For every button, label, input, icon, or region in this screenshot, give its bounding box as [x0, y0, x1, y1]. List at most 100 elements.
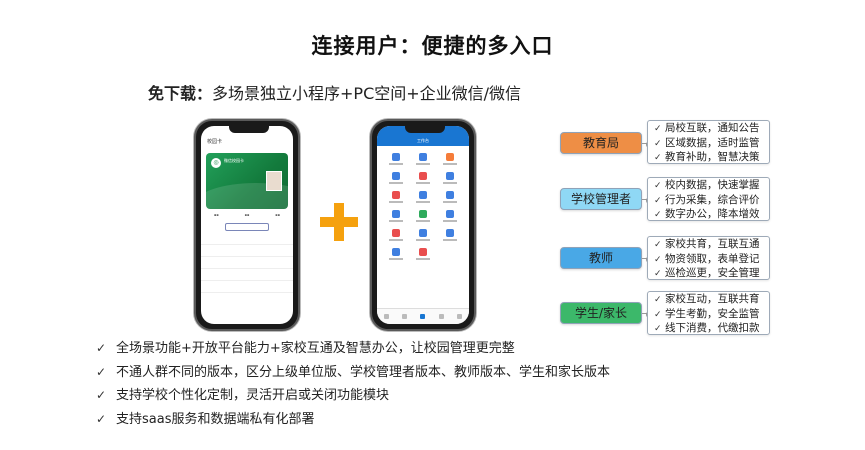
phone-workbench: 工作台 [370, 119, 476, 331]
app-tile[interactable] [410, 248, 437, 260]
features-teacher: ✓家校共育，互联互通 ✓物资领取，表单登记 ✓巡检巡更，安全管理 [647, 236, 770, 280]
tab-icon-active[interactable] [420, 314, 426, 319]
app-tile[interactable] [436, 191, 463, 203]
role-student-parent: 学生/家长 [560, 302, 642, 324]
app-tile[interactable] [410, 191, 437, 203]
card-action-button[interactable] [225, 223, 269, 231]
app-tile[interactable] [383, 153, 410, 165]
app-icon [418, 153, 427, 161]
feature-text: 校内数据，快速掌握 [665, 179, 760, 191]
subtitle-text: 多场景独立小程序+PC空间+企业微信/微信 [212, 84, 522, 103]
check-icon: ✓ [654, 295, 662, 305]
check-icon: ✓ [654, 309, 662, 320]
list-item[interactable] [201, 281, 293, 293]
phone-screen: 校园卡 ◎ 微信校园卡 ▪▪ ▪▪ ▪▪ [201, 126, 293, 324]
role-school-admin: 学校管理者 [560, 188, 642, 210]
app-tile[interactable] [383, 191, 410, 203]
app-tile[interactable] [410, 172, 437, 184]
tab-icon[interactable] [402, 314, 408, 319]
feature-text: 区域数据，适时监管 [665, 136, 760, 149]
check-icon: ✓ [96, 364, 107, 379]
app-icon [445, 229, 454, 237]
app-tile[interactable] [436, 229, 463, 241]
subtitle-lead: 免下载： [148, 84, 213, 103]
feature-bullet-list: ✓全场景功能+开放平台能力+家校互通及智慧办公，让校园管理更完整 ✓不通人群不同… [96, 337, 610, 431]
tab-icon[interactable] [383, 314, 389, 319]
feature-text: 数字办公，降本增效 [665, 208, 760, 220]
subtitle: 免下载：多场景独立小程序+PC空间+企业微信/微信 [148, 80, 521, 104]
app-tile[interactable] [436, 153, 463, 165]
app-icon [445, 210, 454, 218]
app-icon [392, 229, 401, 237]
app-icon [392, 191, 401, 199]
card-stats: ▪▪ ▪▪ ▪▪ [201, 213, 293, 217]
app-icon [392, 172, 401, 180]
feature-text: 家校互动，互联共育 [665, 293, 760, 305]
service-list [201, 233, 293, 293]
tab-icon[interactable] [438, 314, 444, 319]
app-tile[interactable] [436, 210, 463, 222]
app-tile[interactable] [410, 210, 437, 222]
role-teacher: 教师 [560, 247, 642, 269]
student-photo [266, 171, 282, 191]
plus-icon [320, 203, 358, 241]
list-item: ✓全场景功能+开放平台能力+家校互通及智慧办公，让校园管理更完整 [96, 337, 610, 361]
app-tile[interactable] [383, 210, 410, 222]
feature-text: 学生考勤，安全监管 [665, 307, 760, 320]
app-icon [445, 191, 454, 199]
app-icon [392, 210, 401, 218]
app-tile[interactable] [410, 229, 437, 241]
app-icon [418, 229, 427, 237]
stat-item: ▪▪ [275, 213, 281, 217]
check-icon: ✓ [654, 240, 662, 250]
check-icon: ✓ [654, 138, 662, 149]
check-icon: ✓ [96, 411, 107, 426]
check-icon: ✓ [654, 269, 662, 279]
app-tile[interactable] [436, 172, 463, 184]
bottom-tab-bar [377, 308, 469, 324]
campus-card[interactable]: ◎ 微信校园卡 [206, 153, 288, 209]
app-icon [418, 191, 427, 199]
card-name: 微信校园卡 [224, 158, 244, 163]
app-icon [418, 248, 427, 256]
tab-icon[interactable] [457, 314, 463, 319]
role-education-bureau: 教育局 [560, 132, 642, 154]
feature-text: 行为采集，综合评价 [665, 193, 760, 206]
list-item: ✓支持saas服务和数据端私有化部署 [96, 408, 610, 432]
check-icon: ✓ [654, 181, 662, 191]
app-tile[interactable] [383, 248, 410, 260]
app-icon [392, 248, 401, 256]
check-icon: ✓ [654, 210, 662, 220]
list-item: ✓不通人群不同的版本，区分上级单位版、学校管理者版本、教师版本、学生和家长版本 [96, 361, 610, 385]
app-tile[interactable] [383, 172, 410, 184]
list-item[interactable] [201, 233, 293, 245]
app-icon [445, 153, 454, 161]
campus-card-header: 校园卡 [207, 139, 223, 145]
check-icon: ✓ [96, 388, 107, 402]
feature-text: 巡检巡更，安全管理 [665, 267, 760, 279]
list-item[interactable] [201, 245, 293, 257]
app-icon [445, 172, 454, 180]
feature-text: 教育补助，智慧决策 [665, 151, 760, 163]
stat-item: ▪▪ [213, 213, 219, 217]
page-title: 连接用户：便捷的多入口 [311, 34, 554, 58]
features-student-parent: ✓家校互动，互联共育 ✓学生考勤，安全监管 ✓线下消费，代缴扣款 [647, 291, 770, 335]
features-school-admin: ✓校内数据，快速掌握 ✓行为采集，综合评价 ✓数字办公，降本增效 [647, 177, 770, 221]
app-icon [392, 153, 401, 161]
phone-campus-card: 校园卡 ◎ 微信校园卡 ▪▪ ▪▪ ▪▪ [194, 119, 300, 331]
phone-notch [229, 126, 269, 133]
feature-text: 局校互联，通知公告 [665, 122, 760, 134]
app-tile[interactable] [383, 229, 410, 241]
check-icon: ✓ [654, 153, 662, 163]
check-icon: ✓ [654, 124, 662, 134]
features-education-bureau: ✓局校互联，通知公告 ✓区域数据，适时监管 ✓教育补助，智慧决策 [647, 120, 770, 164]
check-icon: ✓ [654, 254, 662, 265]
feature-text: 物资领取，表单登记 [665, 252, 760, 265]
list-item[interactable] [201, 269, 293, 281]
check-icon: ✓ [96, 341, 107, 355]
app-tile[interactable] [410, 153, 437, 165]
phone-screen: 工作台 [377, 126, 469, 324]
list-item: ✓支持学校个性化定制，灵活开启或关闭功能模块 [96, 384, 610, 408]
app-icon [418, 172, 427, 180]
list-item[interactable] [201, 257, 293, 269]
